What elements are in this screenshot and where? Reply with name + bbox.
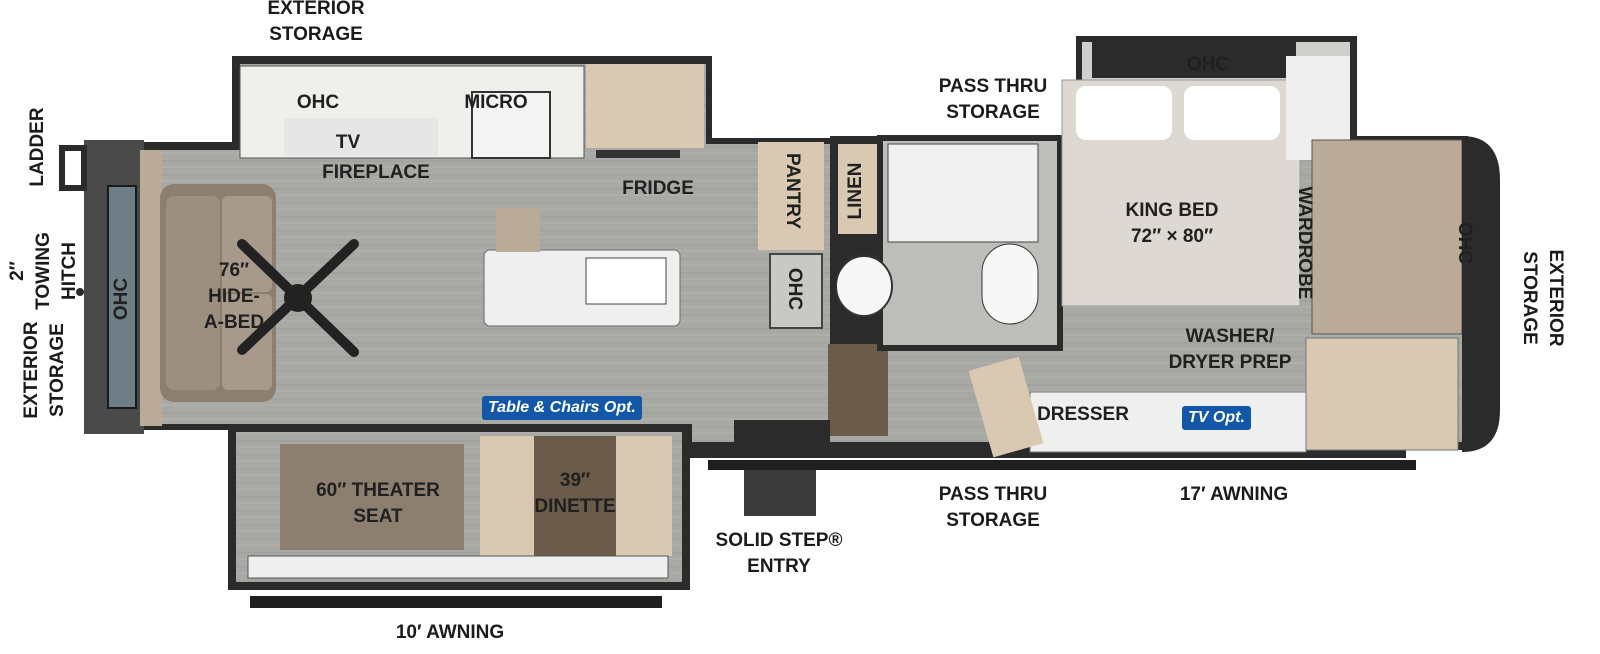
label-exterior-storage-left: EXTERIOR STORAGE <box>21 321 68 419</box>
label-theater-seat: 60″ THEATER SEAT <box>316 480 440 527</box>
label-solid-step-entry: SOLID STEP® ENTRY <box>715 530 843 577</box>
label-dresser: DRESSER <box>1037 404 1129 425</box>
label-dinette: 39″ DINETTE <box>534 470 616 517</box>
label-exterior-storage-top: EXTERIOR STORAGE <box>267 0 365 45</box>
label-linen: LINEN <box>845 162 866 220</box>
front-cap <box>1462 136 1500 452</box>
label-ohc-bedroom: OHC <box>1186 54 1230 75</box>
ladder-hitch <box>59 145 87 296</box>
dinette-theater <box>247 436 672 579</box>
label-ohc-bath: OHC <box>784 267 805 311</box>
label-ohc-kitchen: OHC <box>296 92 340 113</box>
label-awning-10: 10′ AWNING <box>395 622 505 643</box>
kitchen-counter <box>239 64 704 159</box>
label-fireplace: FIREPLACE <box>322 162 430 183</box>
tv-opt-badge: TV Opt. <box>1182 406 1251 430</box>
ceiling-fan <box>237 239 359 357</box>
label-pass-thru-storage-bottom: PASS THRU STORAGE <box>938 484 1048 531</box>
label-exterior-storage-right: EXTERIOR STORAGE <box>1519 249 1566 347</box>
label-king-bed: KING BED 72″ × 80″ <box>1125 200 1219 247</box>
label-micro: MICRO <box>464 92 528 113</box>
label-fridge: FRIDGE <box>622 178 694 199</box>
label-ohc-front: OHC <box>1454 221 1475 265</box>
wardrobe-washer <box>1305 139 1463 451</box>
dresser <box>968 356 1307 458</box>
label-pass-thru-storage-top: PASS THRU STORAGE <box>938 76 1048 123</box>
label-tv: TV <box>335 132 361 153</box>
awnings <box>250 460 1416 608</box>
label-hide-a-bed: 76″ HIDE- A-BED <box>203 260 265 333</box>
kitchen-island <box>483 208 681 327</box>
table-chairs-opt-badge: Table & Chairs Opt. <box>482 396 642 420</box>
bedroom-bed <box>1061 42 1350 307</box>
bathroom <box>835 135 1063 351</box>
label-wardrobe: WARDROBE <box>1294 186 1315 300</box>
label-washer-dryer-prep: WASHER/ DRYER PREP <box>1168 326 1292 373</box>
label-ohc-rear: OHC <box>111 277 132 321</box>
label-awning-17: 17′ AWNING <box>1179 484 1289 505</box>
rear-cap <box>84 140 162 434</box>
label-pantry: PANTRY <box>782 153 803 229</box>
label-ladder: LADDER <box>27 107 48 187</box>
